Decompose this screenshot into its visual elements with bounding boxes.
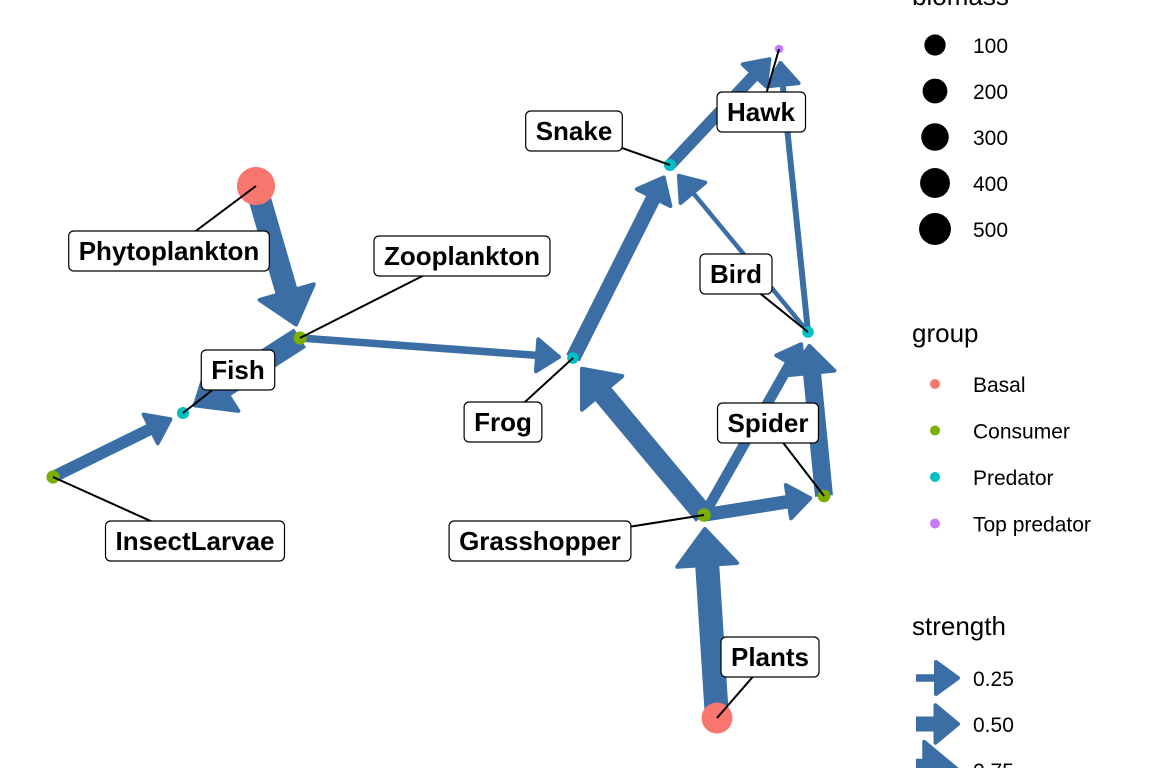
legend-biomass-swatch xyxy=(922,78,948,104)
label-snake: Snake xyxy=(525,110,623,152)
legend-group-label: Predator xyxy=(973,467,1054,490)
node-phytoplankton[interactable] xyxy=(236,166,276,206)
legend-group-swatch xyxy=(930,518,940,529)
label-text: Spider xyxy=(728,408,809,438)
label-box xyxy=(716,91,807,133)
legend-strength-label: 0.50 xyxy=(973,714,1014,737)
edge-shaft xyxy=(592,384,713,522)
edge-arrowhead xyxy=(676,173,708,205)
edge-arrowhead xyxy=(783,482,813,521)
legend-group-swatch xyxy=(930,379,940,389)
label-frog: Frog xyxy=(463,401,543,443)
edge-arrowhead xyxy=(675,526,740,569)
label-fish: Fish xyxy=(200,349,276,391)
label-text: InsectLarvae xyxy=(116,526,275,556)
legend-biomass-swatch xyxy=(919,213,951,245)
legend-biomass-label: 500 xyxy=(973,219,1008,242)
legend-group-label: Consumer xyxy=(973,421,1070,444)
label-text: Hawk xyxy=(727,97,795,127)
label-grasshopper: Grasshopper xyxy=(448,520,632,562)
edge-arrowhead xyxy=(787,343,837,377)
label-text: Frog xyxy=(474,407,532,437)
edge-arrowhead xyxy=(533,337,562,374)
edge-arrowhead xyxy=(764,60,801,89)
labels-layer: Phytoplankton ZooplanktonFishInsectLarvae… xyxy=(52,48,825,719)
label-box xyxy=(104,520,286,562)
legend-biomass-swatch xyxy=(924,34,946,56)
edge-arrowhead xyxy=(934,660,960,696)
edge-snake-hawk xyxy=(665,57,772,170)
edge-arrowhead xyxy=(740,57,772,89)
label-text: Zooplankton xyxy=(384,241,540,271)
legend-strength-title: strength xyxy=(912,611,1006,641)
legend-strength-label: 0.75 xyxy=(973,760,1014,768)
label-plants: Plants xyxy=(720,636,820,678)
label-box xyxy=(716,402,820,444)
edge-arrowhead xyxy=(141,412,173,446)
legend-biomass-label: 400 xyxy=(973,173,1008,196)
label-box xyxy=(373,235,551,277)
legend-biomass-swatch xyxy=(921,123,949,151)
label-box xyxy=(200,349,276,391)
label-box xyxy=(68,230,270,272)
edge-shaft xyxy=(566,192,662,362)
edge-arrowhead xyxy=(922,739,959,768)
edge-plants-grasshopper xyxy=(675,526,740,719)
edge-frog-snake xyxy=(566,175,673,362)
label-box xyxy=(699,253,773,295)
legend-strength-swatch xyxy=(916,660,960,696)
edge-shaft xyxy=(665,69,761,170)
legend-strength-label: 0.25 xyxy=(973,668,1014,691)
label-text: Phytoplankton xyxy=(79,236,260,266)
legend-group-label: Basal xyxy=(973,374,1026,397)
edges-layer xyxy=(50,57,837,719)
edge-grasshopper-spider xyxy=(702,482,813,522)
legend-biomass-swatch xyxy=(920,168,950,198)
edge-arrowhead xyxy=(933,703,960,745)
legend-group-swatch xyxy=(930,425,940,436)
edge-grasshopper-frog xyxy=(579,366,713,522)
label-bird: Bird xyxy=(699,253,773,295)
legend-biomass-label: 300 xyxy=(973,127,1008,150)
edge-arrowhead xyxy=(257,282,316,327)
label-hawk: Hawk xyxy=(716,91,807,133)
legend: biomass group strength 100 200 300 400 500Ba… xyxy=(912,0,1091,768)
legend-biomass-label: 200 xyxy=(973,81,1008,104)
edge-arrowhead xyxy=(634,175,673,209)
label-zooplankton: Zooplankton xyxy=(373,235,551,277)
legend-group-title: group xyxy=(912,318,979,348)
label-insectlarvae: InsectLarvae xyxy=(104,520,286,562)
legend-biomass-label: 100 xyxy=(973,35,1008,58)
edge-arrowhead xyxy=(579,366,625,412)
legend-group-swatch xyxy=(930,472,940,482)
legend-strength-swatch xyxy=(916,739,959,768)
label-box xyxy=(448,520,632,562)
edge-shaft xyxy=(50,422,156,483)
label-box xyxy=(525,110,623,152)
label-text: Grasshopper xyxy=(459,526,621,556)
legend-group-label: Top predator xyxy=(973,514,1091,537)
label-text: Plants xyxy=(731,642,809,672)
legend-strength-swatch xyxy=(916,703,960,745)
edge-shaft xyxy=(695,562,729,719)
edge-insectlarvae-fish xyxy=(50,412,173,483)
label-phytoplankton: Phytoplankton xyxy=(68,230,270,272)
label-box xyxy=(720,636,820,678)
label-box xyxy=(463,401,543,443)
legend-biomass-title: biomass xyxy=(912,0,1009,11)
edge-shaft xyxy=(299,334,540,360)
edge-shaft xyxy=(702,494,792,522)
label-text: Fish xyxy=(211,355,264,385)
label-text: Snake xyxy=(536,116,613,146)
edge-zooplankton-frog xyxy=(299,334,562,374)
label-spider: Spider xyxy=(716,402,820,444)
label-text: Bird xyxy=(710,259,762,289)
